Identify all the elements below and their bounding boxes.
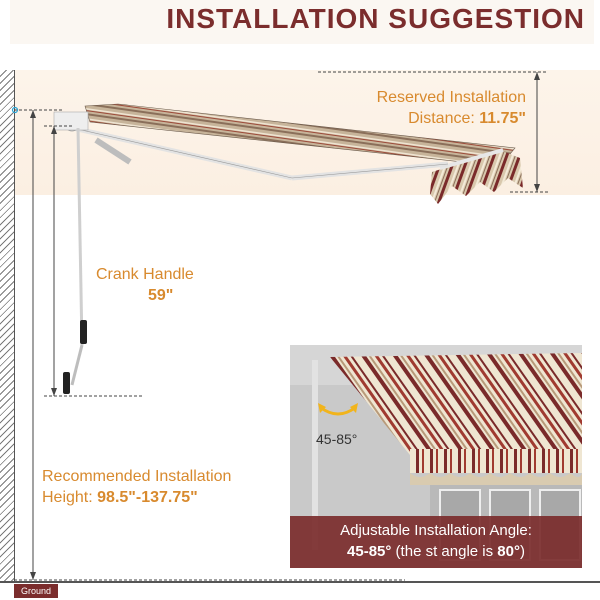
- installation-height-prefix: Height:: [42, 489, 98, 506]
- crank-handle: [63, 127, 87, 394]
- installation-height-label: Recommended Installation Height: 98.5"-1…: [42, 466, 231, 508]
- installation-height-line1: Recommended Installation: [42, 468, 232, 485]
- angle-caption: Adjustable Installation Angle: 45-85° (t…: [290, 516, 582, 568]
- reserved-distance-value: 11.75": [479, 110, 526, 127]
- crank-length-dimension: [44, 125, 142, 397]
- angle-range-label: 45-85°: [316, 431, 358, 447]
- crank-handle-line2: 59": [96, 285, 194, 306]
- crank-handle-value: 59": [148, 287, 174, 304]
- crank-handle-line1: Crank Handle: [96, 266, 194, 283]
- reserved-distance-prefix: Distance:: [408, 110, 480, 127]
- angle-caption-range: 45-85°: [347, 543, 392, 560]
- angle-caption-line2: 45-85° (the st angle is 80°): [290, 541, 582, 562]
- wall: [0, 70, 15, 582]
- title-band: [10, 0, 594, 44]
- reserved-distance-line2: Distance: 11.75": [377, 108, 526, 129]
- angle-caption-rest: st angle is: [425, 543, 498, 560]
- inset-illustration: [290, 345, 582, 568]
- ground-line: [0, 581, 600, 583]
- reserved-distance-dimension: [318, 71, 548, 193]
- angle-caption-best-value: 80°: [497, 543, 520, 560]
- awning-arms: [53, 111, 449, 181]
- installation-height-value: 98.5"-137.75": [97, 489, 198, 506]
- ground-label: Ground: [14, 584, 58, 598]
- angle-caption-close: ): [519, 543, 525, 560]
- installation-height-dimension: [11, 106, 405, 581]
- installation-height-line2: Height: 98.5"-137.75": [42, 487, 231, 508]
- reserved-distance-label: Reserved Installation Distance: 11.75": [377, 87, 526, 129]
- angle-caption-middle: (the: [391, 543, 426, 560]
- angle-caption-line1: Adjustable Installation Angle:: [340, 522, 532, 539]
- awning-canopy: [84, 103, 523, 204]
- page-title: INSTALLATION SUGGESTION: [166, 3, 585, 34]
- crank-handle-label: Crank Handle 59": [96, 264, 194, 306]
- reserved-distance-line1: Reserved Installation: [376, 89, 526, 106]
